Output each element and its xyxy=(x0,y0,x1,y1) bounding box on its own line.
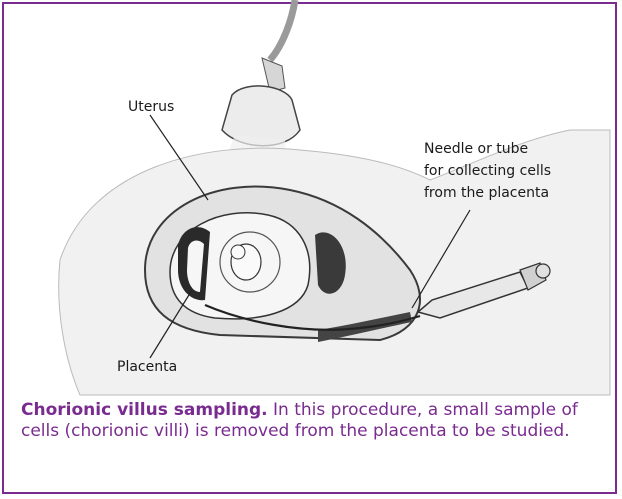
ultrasound-cable xyxy=(270,0,295,60)
label-placenta: Placenta xyxy=(117,358,177,377)
label-needle-line1: Needle or tube xyxy=(424,140,528,159)
label-needle-line3: from the placenta xyxy=(424,184,549,203)
caption-title: Chorionic villus sampling. xyxy=(21,400,268,420)
ultrasound-transducer xyxy=(222,58,300,146)
figure-caption: Chorionic villus sampling. In this proce… xyxy=(21,400,611,442)
label-needle-line2: for collecting cells xyxy=(424,162,551,181)
label-uterus: Uterus xyxy=(128,98,174,117)
